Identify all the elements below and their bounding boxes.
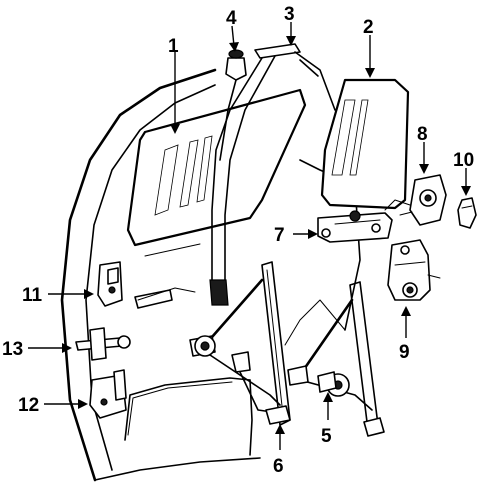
part-1-main-glass xyxy=(126,88,307,247)
part-2-vent-glass xyxy=(320,78,410,210)
callout-4: 4 xyxy=(226,8,237,29)
part-10-lock-clip xyxy=(457,197,477,229)
callout-labels: 1 2 3 4 5 6 7 8 9 10 11 12 13 xyxy=(2,4,474,477)
part-8-door-latch xyxy=(384,174,447,226)
part-7-outside-handle xyxy=(317,210,393,243)
part-12-lower-hinge xyxy=(89,369,127,419)
callout-13: 13 xyxy=(2,339,23,360)
part-11-upper-hinge xyxy=(97,261,123,307)
callout-5: 5 xyxy=(321,426,332,447)
callout-12: 12 xyxy=(18,395,39,416)
callout-2: 2 xyxy=(363,17,374,38)
callout-1: 1 xyxy=(168,36,179,57)
callout-8: 8 xyxy=(417,124,428,145)
callout-9: 9 xyxy=(399,342,410,363)
callout-7: 7 xyxy=(274,225,285,246)
callout-11: 11 xyxy=(22,285,43,306)
part-13-door-check xyxy=(75,327,131,361)
callout-10: 10 xyxy=(453,150,474,171)
callout-6: 6 xyxy=(273,456,284,477)
part-9-latch-remote xyxy=(387,239,441,301)
callout-arrows xyxy=(28,22,471,450)
part-5-vent-regulator xyxy=(287,281,385,437)
callout-3: 3 xyxy=(284,4,295,25)
part-4-division-bar xyxy=(219,49,247,161)
part-6-window-regulator xyxy=(189,261,291,426)
part-3-run-channel xyxy=(209,43,336,306)
